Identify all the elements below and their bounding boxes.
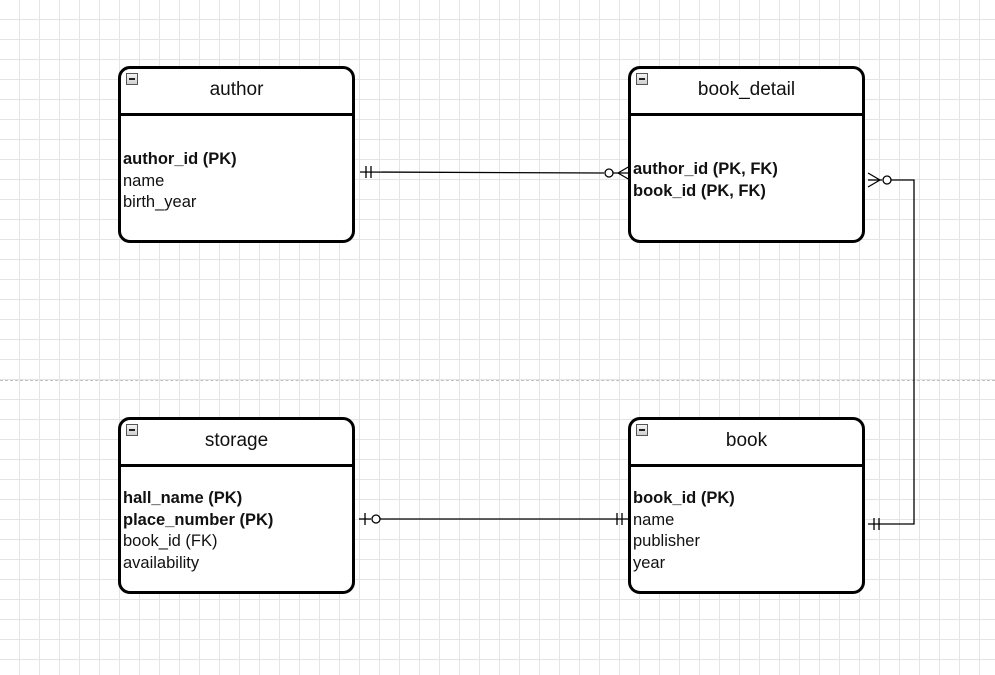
entity-book-detail[interactable]: book_detail author_id (PK, FK) book_id (… (628, 66, 865, 243)
attribute-row[interactable]: birth_year (123, 193, 197, 211)
entity-title: book (725, 430, 768, 451)
attribute-row[interactable]: availability (123, 553, 200, 572)
page-break-line (0, 380, 995, 381)
connector-book-book-detail[interactable] (867, 172, 915, 530)
attribute-row[interactable]: author_id (PK) (123, 150, 237, 168)
attribute-row[interactable]: author_id (PK, FK) (633, 160, 778, 178)
collapse-icon[interactable] (126, 73, 138, 85)
attribute-list: author_id (PK, FK) book_id (PK, FK) (633, 159, 858, 202)
entity-header[interactable]: book (631, 420, 862, 467)
attribute-row[interactable]: book_id (FK) (123, 532, 218, 550)
attribute-list: author_id (PK) name birth_year (123, 149, 348, 214)
entity-title: author (209, 79, 264, 100)
attribute-row[interactable]: publisher (633, 532, 700, 550)
collapse-icon[interactable] (636, 73, 648, 85)
entity-header[interactable]: storage (121, 420, 352, 467)
attribute-row[interactable]: book_id (PK) (633, 489, 735, 507)
entity-storage[interactable]: storage hall_name (PK) place_number (PK)… (118, 417, 355, 594)
attribute-row[interactable]: hall_name (PK) (123, 489, 243, 507)
collapse-icon[interactable] (126, 424, 138, 436)
entity-title: storage (204, 430, 269, 451)
attribute-row[interactable]: book_id (PK, FK) (633, 181, 766, 200)
attribute-row[interactable]: name (123, 171, 165, 190)
attribute-row[interactable]: year (633, 553, 666, 572)
attribute-row[interactable]: name (633, 510, 675, 529)
entity-header[interactable]: author (121, 69, 352, 116)
attribute-list: book_id (PK) name publisher year (633, 488, 858, 574)
connector-author-book-detail[interactable] (359, 165, 631, 181)
entity-title: book_detail (697, 79, 796, 100)
connector-storage-book[interactable] (359, 513, 630, 525)
attribute-row[interactable]: place_number (PK) (123, 510, 274, 529)
entity-header[interactable]: book_detail (631, 69, 862, 116)
entity-author[interactable]: author author_id (PK) name birth_year (118, 66, 355, 243)
attribute-list: hall_name (PK) place_number (PK) book_id… (123, 488, 348, 574)
collapse-icon[interactable] (636, 424, 648, 436)
entity-book[interactable]: book book_id (PK) name publisher year (628, 417, 865, 594)
